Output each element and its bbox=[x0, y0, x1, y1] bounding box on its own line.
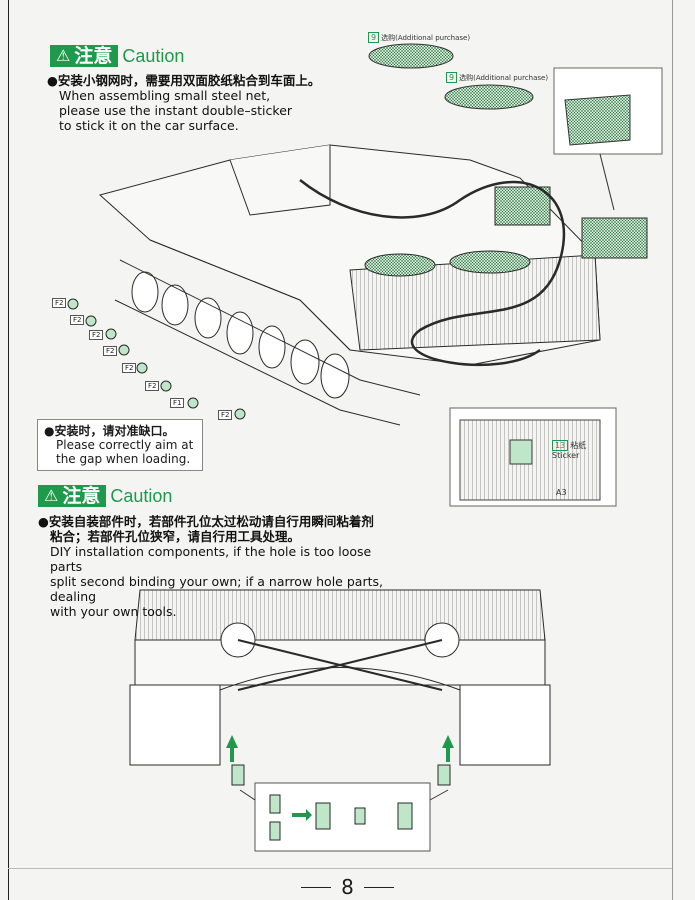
steel-net-part-2 bbox=[444, 84, 534, 110]
gap-note-en2: the gap when loading. bbox=[56, 452, 191, 466]
caution-note-2-en1: DIY installation components, if the hole… bbox=[50, 544, 372, 574]
caution-badge-2: ⚠ 注意 Caution bbox=[38, 485, 172, 507]
caution-en-title-2: Caution bbox=[110, 485, 173, 506]
wheel-cap-label-3: F2 bbox=[89, 330, 104, 340]
tank-hull bbox=[98, 144, 648, 366]
road-wheels bbox=[114, 259, 421, 426]
page-right-edge bbox=[672, 0, 673, 900]
hook-parts bbox=[231, 764, 451, 786]
caution-note-1-en2: please use the instant double–sticker bbox=[59, 103, 293, 118]
tank-rear-view bbox=[129, 589, 551, 766]
steel-net-part-1 bbox=[368, 43, 454, 69]
warning-triangle-icon: ⚠ bbox=[56, 46, 71, 65]
caution-en-title: Caution bbox=[122, 45, 185, 66]
wheel-caps bbox=[67, 298, 246, 420]
caution-note-1-en3: to stick it on the car surface. bbox=[59, 118, 239, 133]
caution-note-2-cn1: ●安装自装部件时，若部件孔位太过松动请自行用瞬间粘着剂 bbox=[38, 514, 374, 529]
wheel-cap-label-7: F1 bbox=[170, 398, 185, 408]
gap-note-cn: ●安装时，请对准缺口。 bbox=[44, 424, 175, 438]
wheel-cap-label-6: F2 bbox=[145, 381, 160, 391]
tow-cable bbox=[299, 179, 566, 367]
page-footer: 8 bbox=[0, 875, 695, 899]
caution-cn-title-2: ⚠ 注意 bbox=[38, 485, 107, 507]
caution-note-1-en1: When assembling small steel net, bbox=[59, 88, 271, 103]
caution-note-2-en3: with your own tools. bbox=[50, 604, 177, 619]
wheel-cap-label-5: F2 bbox=[122, 363, 137, 373]
wheel-cap-label-4: F2 bbox=[103, 346, 118, 356]
footer-rule-left bbox=[301, 886, 332, 888]
wheel-cap-label-2: F2 bbox=[70, 315, 85, 325]
footer-rule-right bbox=[363, 886, 394, 888]
caution-note-2-cn2: 粘合；若部件孔位狭窄，请自行用工具处理。 bbox=[50, 529, 301, 544]
warning-triangle-icon: ⚠ bbox=[44, 486, 59, 505]
caution-note-2-en2: split second binding your own; if a narr… bbox=[50, 574, 383, 604]
wheel-cap-label-8: F2 bbox=[218, 410, 233, 420]
gap-note: ●安装时，请对准缺口。 Please correctly aim at the … bbox=[37, 419, 203, 471]
page-number: 8 bbox=[341, 875, 354, 899]
caution-note-1-cn: ●安装小钢网时，需要用双面胶纸粘合到车面上。 bbox=[47, 73, 321, 88]
caution-note-1: ●安装小钢网时，需要用双面胶纸粘合到车面上。 When assembling s… bbox=[47, 73, 347, 133]
insert-arrows bbox=[226, 735, 454, 762]
caution-badge-1: ⚠ 注意 Caution bbox=[50, 45, 184, 67]
caution-note-2: ●安装自装部件时，若部件孔位太过松动请自行用瞬间粘着剂 粘合；若部件孔位狭窄，请… bbox=[38, 514, 398, 619]
gap-note-en1: Please correctly aim at bbox=[56, 438, 194, 452]
footer-divider bbox=[8, 868, 672, 869]
wheel-cap-label-1: F2 bbox=[52, 298, 67, 308]
caution-cn-title: ⚠ 注意 bbox=[50, 45, 119, 67]
part-a3-label: A3 bbox=[556, 488, 567, 497]
page-left-edge bbox=[8, 0, 9, 900]
